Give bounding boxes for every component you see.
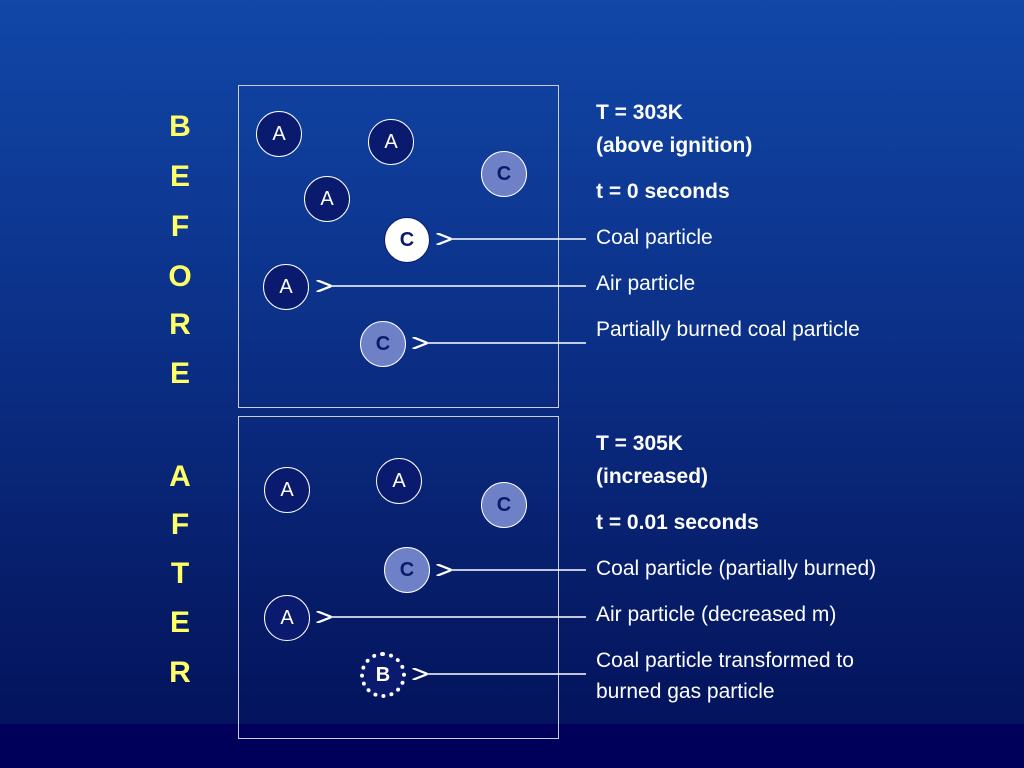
before-panel: [238, 85, 559, 408]
air-particle: A: [368, 119, 414, 165]
label-air-particle: Air particle: [596, 272, 696, 295]
before-letter: E: [169, 357, 190, 390]
air-particle: A: [256, 111, 302, 157]
air-particle: A: [304, 176, 350, 222]
air-particle: A: [263, 264, 309, 310]
before-letter: E: [169, 160, 190, 193]
after-panel: [238, 416, 559, 739]
partially-burned-coal-particle: C: [481, 482, 527, 528]
before-time: t = 0 seconds: [596, 180, 730, 203]
bottom-band: [0, 724, 1024, 768]
label-coal-particle: Coal particle: [596, 226, 713, 249]
before-temperature-note: (above ignition): [596, 134, 753, 157]
after-letter: R: [169, 656, 191, 689]
after-letter: F: [170, 508, 190, 541]
air-particle: A: [264, 595, 310, 641]
label-coal-partially-burned: Coal particle (partially burned): [596, 557, 877, 580]
label-partially-burned: Partially burned coal particle: [596, 318, 860, 341]
before-letter: F: [170, 210, 190, 243]
coal-particle: C: [384, 217, 430, 263]
before-temperature: T = 303K: [596, 101, 683, 124]
label-air-decreased: Air particle (decreased m): [596, 603, 837, 626]
before-letter: R: [169, 308, 191, 341]
partially-burned-coal-particle: C: [481, 151, 527, 197]
air-particle: A: [376, 458, 422, 504]
after-letter: A: [169, 460, 191, 493]
after-temperature: T = 305K: [596, 432, 683, 455]
after-letter: E: [169, 606, 190, 639]
after-time: t = 0.01 seconds: [596, 511, 759, 534]
partially-burned-coal-particle: C: [360, 321, 406, 367]
label-transformed-line2: burned gas particle: [596, 680, 775, 703]
before-letter: O: [168, 260, 192, 293]
before-letter: B: [169, 110, 191, 143]
burned-gas-particle: B: [360, 652, 406, 698]
label-transformed-line1: Coal particle transformed to: [596, 649, 854, 672]
after-temperature-note: (increased): [596, 465, 709, 488]
after-letter: T: [170, 557, 190, 590]
partially-burned-coal-particle: C: [384, 547, 430, 593]
air-particle: A: [264, 467, 310, 513]
